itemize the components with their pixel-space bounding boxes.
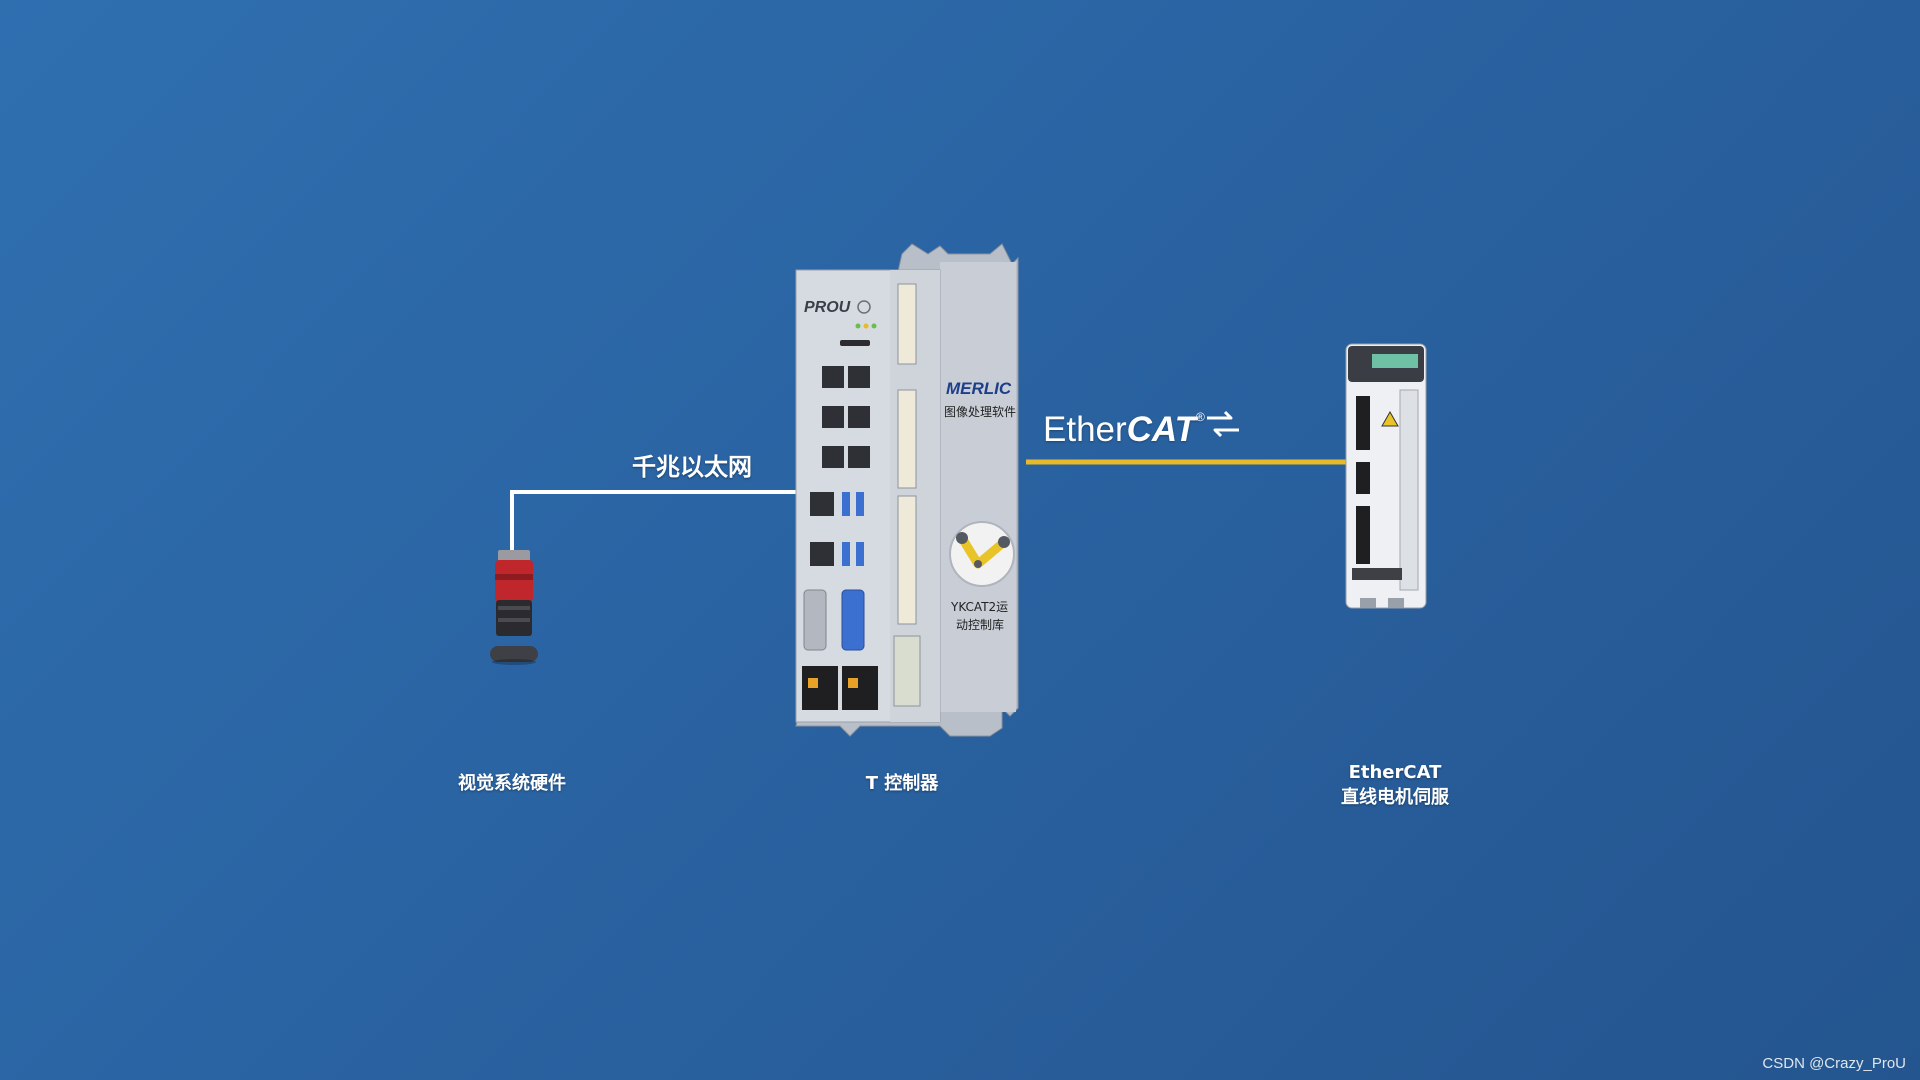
ethernet-link-label: 千兆以太网 bbox=[632, 453, 752, 481]
servo-caption-line2: 直线电机伺服 bbox=[1341, 787, 1449, 808]
t-controller-image: PROU MERLIC 图像处理软件 YKCAT2运 动控制库 bbox=[795, 243, 1019, 737]
motion-library-line2: 动控制库 bbox=[956, 617, 1004, 632]
robot-arm-icon bbox=[949, 521, 1015, 587]
ethercat-logo-reg: ® bbox=[1196, 410, 1205, 424]
ethercat-logo-light: Ether bbox=[1043, 410, 1127, 449]
controller-brand-text: PROU bbox=[804, 299, 851, 316]
ethercat-logo: EtherCAT® bbox=[1043, 410, 1205, 450]
controller-caption: T 控制器 bbox=[865, 773, 939, 794]
merlic-logo-text: MERLIC bbox=[946, 379, 1012, 398]
ethercat-arrows-icon bbox=[1207, 410, 1239, 438]
ethercat-logo-bold: CAT bbox=[1126, 410, 1196, 449]
servo-caption: EtherCAT 直线电机伺服 bbox=[1320, 760, 1470, 810]
servo-caption-line1: EtherCAT bbox=[1348, 762, 1442, 783]
camera-caption: 视觉系统硬件 bbox=[458, 773, 566, 794]
industrial-camera-icon bbox=[490, 550, 538, 665]
motion-library-line1: YKCAT2运 bbox=[950, 600, 1008, 614]
ethercat-servo-drive-image bbox=[1345, 343, 1427, 609]
merlic-description: 图像处理软件 bbox=[944, 405, 1016, 419]
gigabit-ethernet-cable bbox=[510, 490, 798, 555]
watermark: CSDN @Crazy_ProU bbox=[1762, 1055, 1906, 1072]
